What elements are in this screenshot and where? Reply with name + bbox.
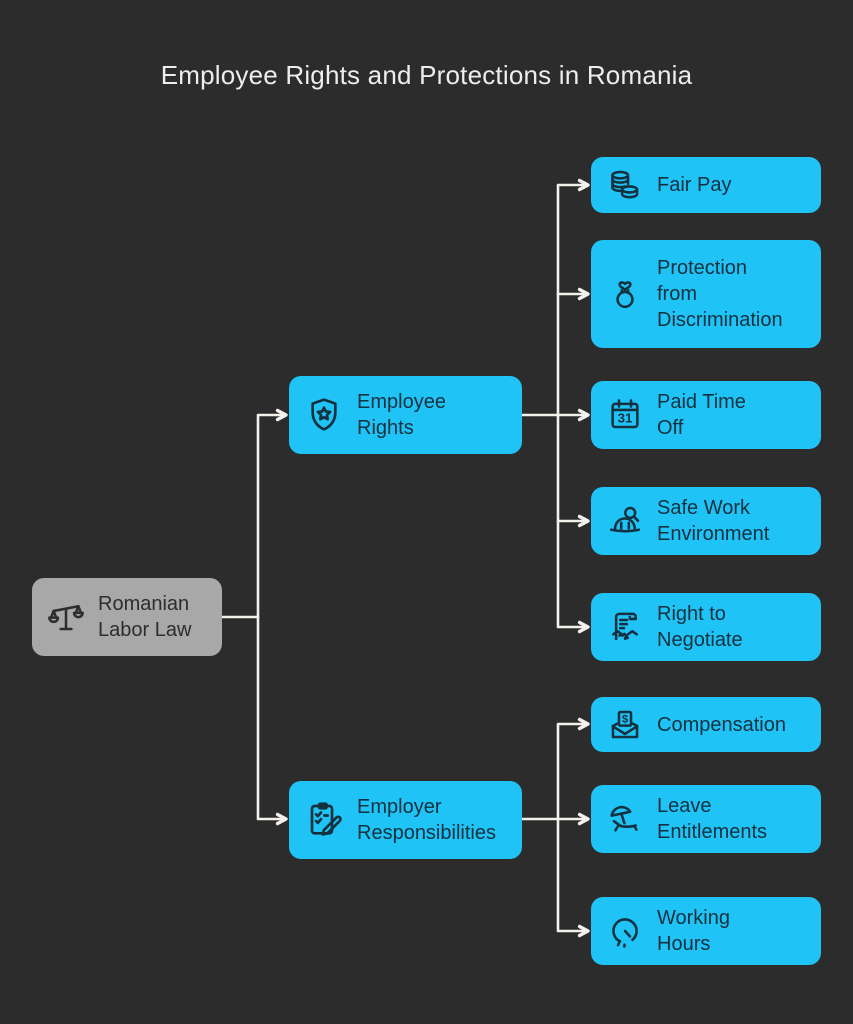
node-paid-time-off: 31 Paid Time Off [591,381,821,449]
coin-stack-icon [606,166,644,204]
node-label: Leave Entitlements [657,795,768,843]
node-compensation: $ Compensation [591,697,821,752]
node-label: Paid Time Off [657,391,746,439]
contract-handshake-icon [606,608,644,646]
shield-star-icon [304,395,344,435]
ring-heart-icon [606,275,644,313]
diagram-title: Employee Rights and Protections in Roman… [160,60,693,90]
clipboard-pencil-icon [304,800,344,840]
node-fair-pay: Fair Pay [591,157,821,213]
calendar-31-icon: 31 [606,396,644,434]
node-employee-rights: Employee Rights [289,376,522,454]
node-label: Working Hours [657,907,730,955]
svg-text:$: $ [622,713,629,725]
node-label: Fair Pay [657,174,732,196]
node-working-hours: Working Hours [591,897,821,965]
beach-chair-umbrella-icon [606,800,644,838]
node-employer-responsibilities: Employer Responsibilities [289,781,522,859]
node-label: Compensation [657,713,786,736]
node-label: Employer Responsibilities [357,796,496,844]
scales-of-justice-icon [47,598,85,636]
node-label: Employee Rights [357,391,446,439]
node-right-to-negotiate: Right to Negotiate [591,593,821,661]
node-label: Romanian Labor Law [98,593,192,641]
hard-hat-magnifier-icon [606,502,644,540]
svg-text:31: 31 [618,411,633,426]
node-label: Safe Work Environment [657,497,770,545]
node-label: Protection from Discrimination [657,257,783,331]
envelope-dollar-icon: $ [606,706,644,744]
clock-gauge-icon [606,912,644,950]
node-romanian-labor-law: Romanian Labor Law [32,578,222,656]
node-safe-work-environment: Safe Work Environment [591,487,821,555]
node-label: Right to Negotiate [657,603,743,651]
node-leave-entitlements: Leave Entitlements [591,785,821,853]
node-protection-from-discrimination: Protection from Discrimination [591,240,821,348]
